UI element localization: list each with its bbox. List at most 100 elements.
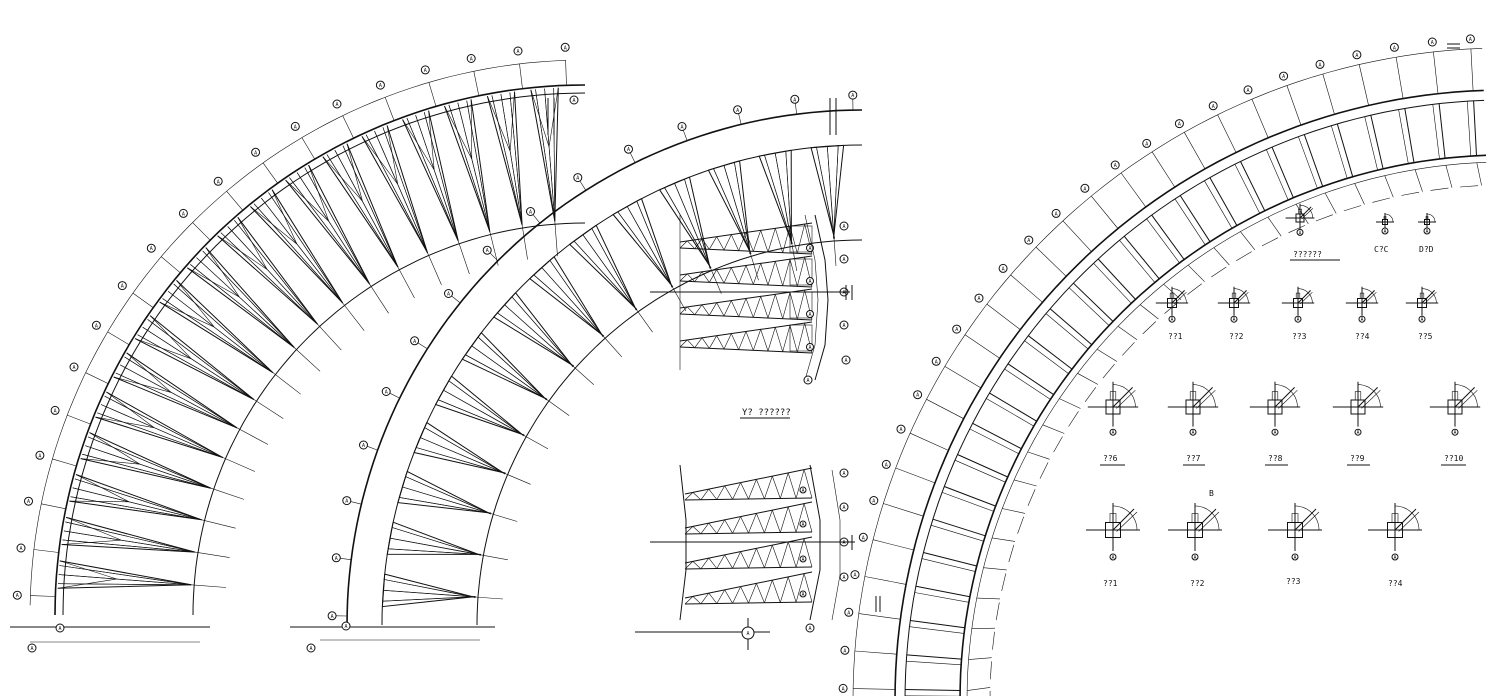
- web-member: [342, 145, 399, 268]
- axis-bubble: [839, 502, 849, 512]
- axis-bubble-label: A: [801, 488, 804, 494]
- axis-bubble: [1191, 553, 1199, 561]
- radial-tick: [858, 613, 901, 620]
- axis-bubble: [466, 54, 476, 63]
- web-member: [58, 574, 192, 586]
- axis-bubble-label: A: [801, 557, 804, 563]
- detail-arc: [1171, 288, 1187, 304]
- axis-bubble-label: A: [1420, 317, 1423, 323]
- axis-bubble-label: A: [1355, 53, 1358, 59]
- dimension-tick: [1096, 348, 1118, 362]
- detail-plate: [1231, 292, 1237, 299]
- detail-brace: [1357, 387, 1378, 408]
- web-member: [775, 327, 783, 352]
- radial-tick: [340, 558, 352, 560]
- radial-tick: [33, 549, 59, 553]
- truss-outline: [285, 164, 370, 285]
- axis-bubble-label: A: [935, 359, 938, 365]
- web-member: [708, 557, 718, 569]
- web-member: [767, 327, 776, 352]
- axis-bubble: [1296, 228, 1304, 236]
- detail-arc: [1274, 384, 1298, 408]
- axis-bubble-label: A: [564, 45, 567, 51]
- axis-bubble-label: A: [30, 646, 33, 652]
- detail-arc: [1361, 288, 1377, 304]
- axis-bubble-label: A: [121, 284, 124, 290]
- rib-line: [932, 518, 986, 537]
- web-member: [732, 516, 741, 534]
- axis-bubble: [1109, 553, 1117, 561]
- web-member: [89, 432, 141, 465]
- web-member: [220, 232, 318, 325]
- axis-bubble: [1243, 85, 1253, 95]
- web-member: [582, 234, 637, 310]
- detail-brace: [1235, 291, 1249, 305]
- axis-bubble-label: A: [150, 246, 153, 252]
- detail-label-7: ??7: [1186, 454, 1201, 463]
- web-member: [732, 586, 741, 604]
- dimension-tick: [1354, 183, 1365, 205]
- radial-tick: [1184, 132, 1206, 170]
- web-member: [694, 304, 703, 315]
- axis-bubble-label: A: [38, 453, 41, 459]
- web-member: [753, 296, 761, 318]
- detail-drawing: A: [1087, 381, 1139, 436]
- axis-bubble-label: A: [58, 626, 61, 632]
- truss-outline: [461, 332, 548, 401]
- dimension-tick: [1187, 264, 1205, 282]
- extension-line: [317, 324, 342, 351]
- web-member: [782, 325, 791, 352]
- axis-bubble: [482, 245, 492, 255]
- web-member: [716, 335, 725, 350]
- axis-bubble-label: A: [294, 124, 297, 130]
- web-member: [62, 539, 196, 553]
- web-member: [382, 127, 428, 253]
- axis-bubble: [803, 375, 813, 385]
- dimension-tick: [1414, 169, 1423, 192]
- web-member: [113, 376, 172, 393]
- web-member: [384, 579, 476, 598]
- axis-bubble: [1418, 315, 1426, 323]
- dimension-tick: [995, 602, 1000, 621]
- axis-bubble-label: A: [1145, 141, 1148, 147]
- extension-line: [710, 267, 722, 294]
- detail-arc: [1299, 204, 1314, 219]
- radial-tick: [192, 222, 211, 241]
- web-member: [544, 88, 556, 222]
- web-member: [448, 380, 524, 436]
- axis-bubble-label: A: [627, 147, 630, 153]
- web-member: [322, 156, 363, 202]
- axis-bubble: [1465, 34, 1475, 44]
- axis-bubble: [805, 623, 815, 633]
- axis-bubble: [677, 122, 687, 131]
- axis-bubble: [840, 645, 850, 655]
- axis-bubble-label: A: [1318, 62, 1321, 68]
- web-member: [415, 115, 459, 241]
- rib-line: [1438, 103, 1446, 159]
- axis-bubble-label: A: [842, 471, 845, 477]
- rib-line: [1024, 340, 1069, 374]
- rib-line: [1234, 164, 1260, 214]
- detail-arc: [1385, 213, 1394, 222]
- detail-brace: [1194, 508, 1217, 531]
- rib-line: [1073, 282, 1114, 322]
- web-member: [740, 551, 749, 569]
- dimension-tick: [1476, 162, 1482, 186]
- web-member: [694, 238, 703, 249]
- web-member: [716, 269, 725, 284]
- axis-bubble-label: A: [842, 686, 845, 692]
- detail-brace: [1299, 291, 1313, 305]
- axis-bubble-label: A: [977, 296, 980, 302]
- web-member: [700, 488, 710, 500]
- detail-brace: [1112, 508, 1135, 531]
- web-member: [428, 110, 435, 170]
- axis-bubble: [444, 289, 453, 298]
- radial-tick: [451, 295, 461, 304]
- detail-arc: [1194, 505, 1220, 531]
- dimension-tick: [1042, 424, 1065, 434]
- axis-bubble-label: A: [335, 556, 338, 562]
- web-member: [530, 89, 550, 147]
- web-member: [57, 578, 117, 589]
- web-member: [723, 234, 732, 251]
- web-member: [724, 589, 733, 604]
